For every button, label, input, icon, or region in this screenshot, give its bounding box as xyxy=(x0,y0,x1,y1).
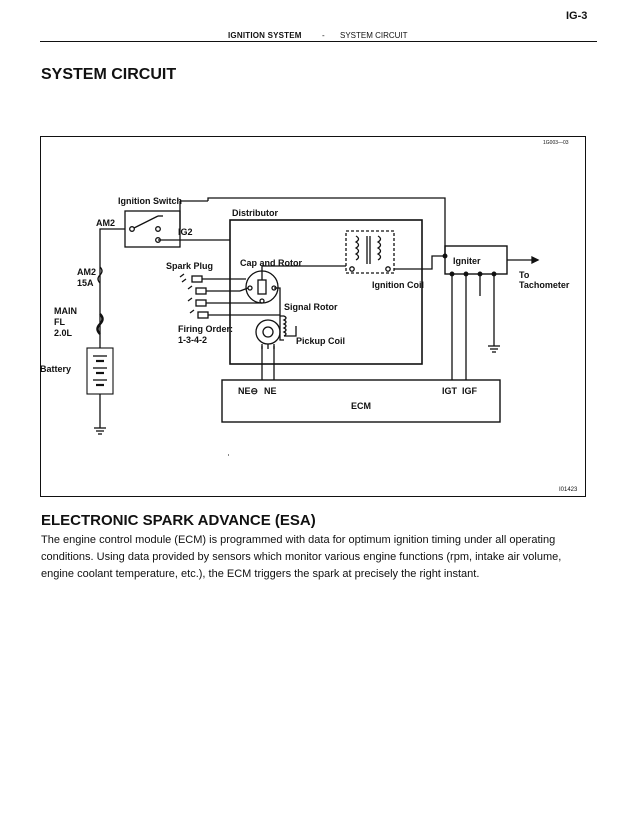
ignition-coil xyxy=(345,230,395,274)
to-label: To xyxy=(519,270,530,280)
firing-order-label: Firing Order: xyxy=(178,324,233,334)
diagram-figure-id: I01423 xyxy=(559,487,578,493)
main-fusible-link xyxy=(96,313,104,335)
pickup-signal-wires xyxy=(261,346,275,380)
ecm-igt-label: IGT xyxy=(442,386,458,396)
igniter-label: Igniter xyxy=(453,256,481,266)
distributor-label: Distributor xyxy=(232,208,278,218)
switch-contact xyxy=(129,215,163,243)
ecm-igf-label: IGF xyxy=(462,386,478,396)
am2-fuse xyxy=(97,266,103,284)
spark-plug-3 xyxy=(187,297,262,307)
diagram-top-ref: 1G003—03 xyxy=(543,140,569,146)
pickup-coil-label: Pickup Coil xyxy=(296,336,345,346)
ecm-ne-minus-label: NE⊖ xyxy=(238,386,258,396)
section-title: SYSTEM CIRCUIT xyxy=(41,66,177,83)
am2-fuse-rating: 15A xyxy=(77,278,94,288)
spark-plug-1 xyxy=(179,273,246,283)
am2-switch-label: AM2 xyxy=(96,218,115,228)
header-separator: - xyxy=(322,31,325,40)
ecm-box xyxy=(221,379,501,423)
cap-rotor-assembly xyxy=(245,270,279,304)
ignition-circuit-diagram: 1G003—03 I01423 Ignition Switch AM2 IG2 … xyxy=(40,140,578,493)
ignition-coil-label: Ignition Coil xyxy=(372,280,424,290)
battery-label: Battery xyxy=(40,364,71,374)
pickup-coil xyxy=(279,315,297,341)
am2-fuse-label: AM2 xyxy=(77,267,96,277)
spark-plug-label: Spark Plug xyxy=(166,261,213,271)
esa-paragraph: The engine control module (ECM) is progr… xyxy=(41,534,562,580)
distributor-box xyxy=(229,219,423,365)
ig2-wire xyxy=(158,201,230,241)
page-number: IG-3 xyxy=(566,10,588,22)
firing-sequence: 1-3-4-2 xyxy=(178,335,207,345)
header-rule xyxy=(40,41,597,42)
ignition-switch-label: Ignition Switch xyxy=(118,196,182,206)
ig2-label: IG2 xyxy=(178,227,193,237)
battery-feed-wire xyxy=(99,228,125,348)
igniter-lower-wires xyxy=(451,274,495,380)
spark-plug-4 xyxy=(189,287,281,319)
header-section-label: IGNITION SYSTEM xyxy=(228,31,302,40)
main-fl-label: MAIN xyxy=(54,306,77,316)
tachometer-arrow-icon xyxy=(531,255,540,265)
esa-heading: ELECTRONIC SPARK ADVANCE (ESA) xyxy=(41,512,316,529)
diagram-frame xyxy=(40,136,586,497)
spark-plug-2 xyxy=(187,285,249,295)
battery-symbol xyxy=(86,347,114,435)
signal-rotor-label: Signal Rotor xyxy=(284,302,338,312)
coil-secondary-wire xyxy=(261,265,346,271)
main-fl-label-2: FL xyxy=(54,317,65,327)
tachometer-label: Tachometer xyxy=(519,280,570,290)
ecm-ne-label: NE xyxy=(264,386,277,396)
cap-rotor-label: Cap and Rotor xyxy=(240,258,302,268)
coil-to-igniter-wire xyxy=(394,255,445,270)
igniter-ground xyxy=(488,345,500,353)
main-fl-rating: 2.0L xyxy=(54,328,73,338)
signal-rotor xyxy=(255,319,281,349)
top-supply-wire xyxy=(180,197,446,256)
ecm-label: ECM xyxy=(351,401,371,411)
header-subsection-label: SYSTEM CIRCUIT xyxy=(340,31,408,40)
